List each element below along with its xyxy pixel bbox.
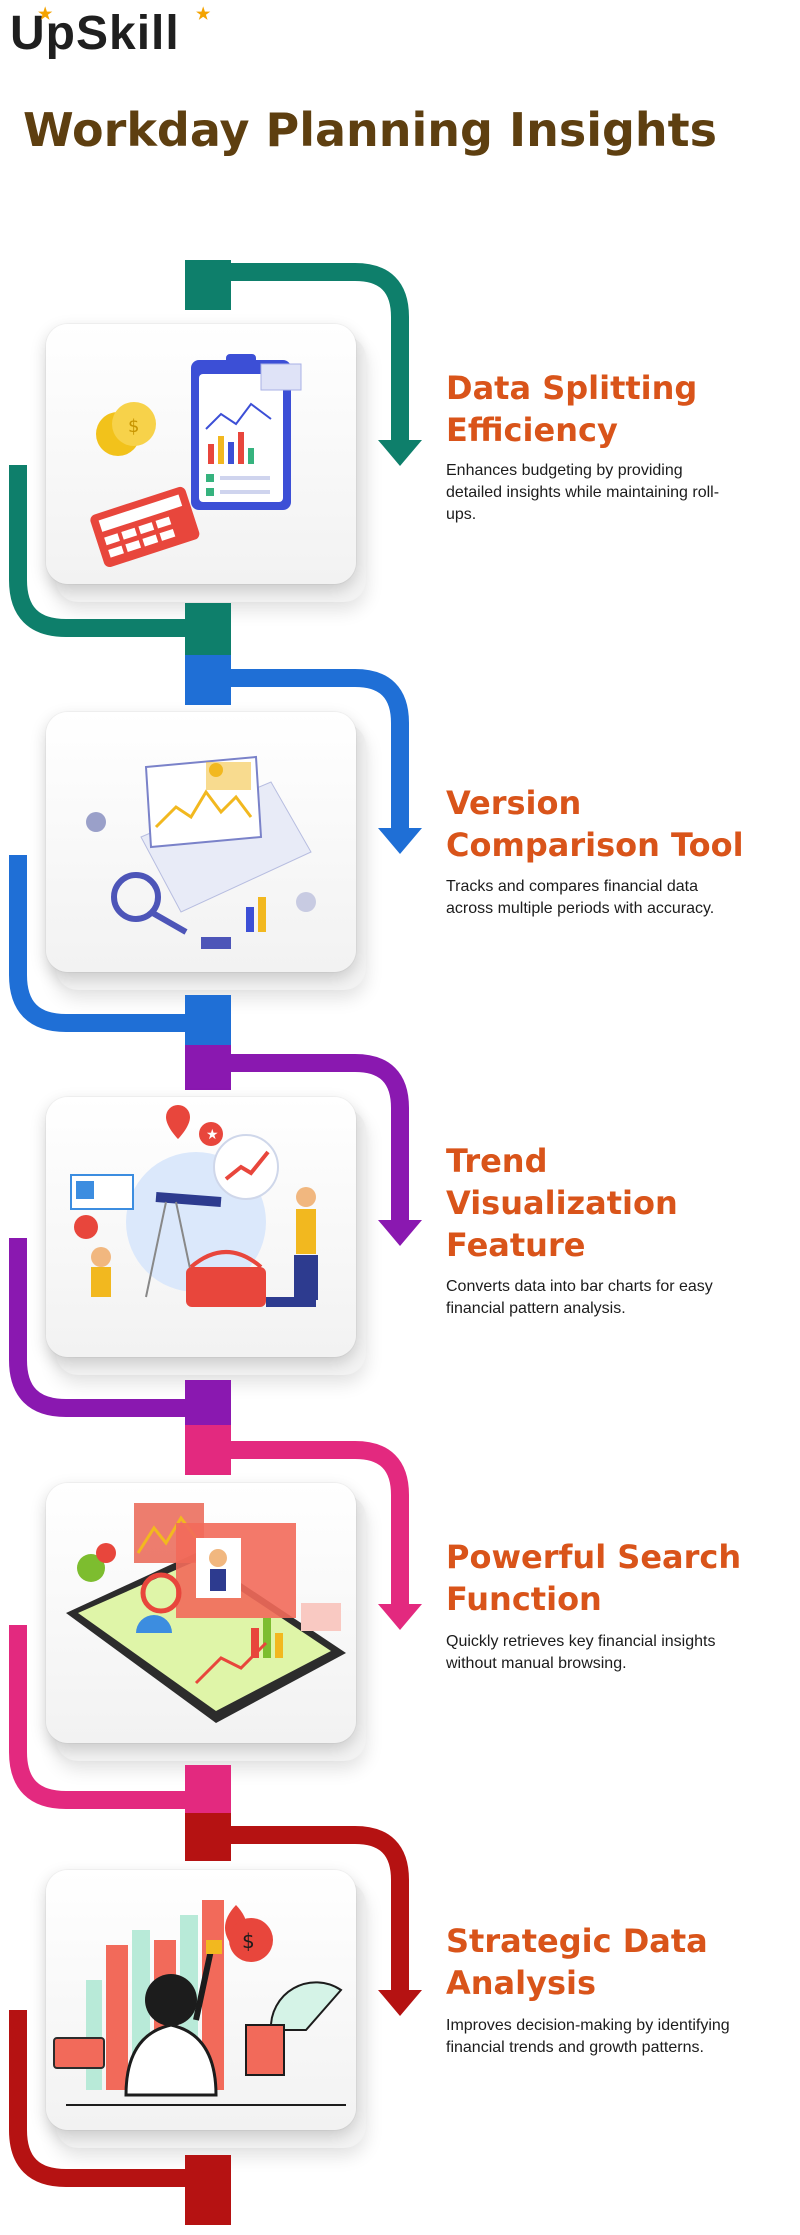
brand-name: UpSkill xyxy=(10,7,180,60)
brand-logo: UpSkill ★ ★ xyxy=(10,6,210,61)
connector-1 xyxy=(210,263,409,443)
connector-3-left xyxy=(9,1238,210,1417)
illustration-card-2 xyxy=(46,712,366,990)
section-5-title: Strategic Data Analysis xyxy=(446,1922,708,2002)
connector-4 xyxy=(210,1441,409,1606)
connector-2-left xyxy=(9,855,210,1032)
page-title-text: Workday Planning Insights xyxy=(22,103,718,157)
laptop-analytics-illustration xyxy=(86,755,316,949)
star-icon: ★ xyxy=(196,6,212,23)
connector-5-left xyxy=(9,2010,210,2187)
section-2-title: Version Comparison Tool xyxy=(446,784,744,864)
connector-3 xyxy=(210,1054,409,1222)
section-5-description: Improves decision-making by identifying … xyxy=(446,2017,730,2056)
illustration-card-3: ★ xyxy=(46,1097,366,1375)
budget-clipboard-calculator-illustration: $ xyxy=(90,354,302,568)
star-icon: ★ xyxy=(38,6,54,23)
bar-chart-money-bag-illustration: $ xyxy=(53,1900,346,2106)
section-1-description: Enhances budgeting by providing detailed… xyxy=(446,462,720,523)
connector-2 xyxy=(210,669,409,830)
page-title: Workday Planning Insights xyxy=(0,100,740,160)
illustration-card-4 xyxy=(46,1483,366,1761)
section-3-description: Converts data into bar charts for easy f… xyxy=(446,1278,713,1317)
svg-text:$: $ xyxy=(242,1929,255,1953)
svg-text:$: $ xyxy=(128,416,139,437)
connector-4-left xyxy=(9,1625,210,1809)
section-4-title: Powerful Search Function xyxy=(446,1538,742,1618)
svg-text:★: ★ xyxy=(206,1127,219,1143)
connector-5 xyxy=(210,1826,409,1993)
illustration-card-5: $ xyxy=(46,1870,366,2148)
section-4-description: Quickly retrieves key financial insights… xyxy=(446,1633,716,1672)
tablet-dashboard-illustration xyxy=(66,1503,346,1723)
section-3-title: Trend Visualization Feature xyxy=(446,1142,678,1264)
telescope-trend-illustration: ★ xyxy=(70,1105,318,1307)
section-2-description: Tracks and compares financial data acros… xyxy=(446,878,715,917)
connector-1-left xyxy=(9,465,210,637)
section-1-title: Data Splitting Efficiency xyxy=(446,369,698,449)
illustration-card-1: $ xyxy=(46,324,366,602)
